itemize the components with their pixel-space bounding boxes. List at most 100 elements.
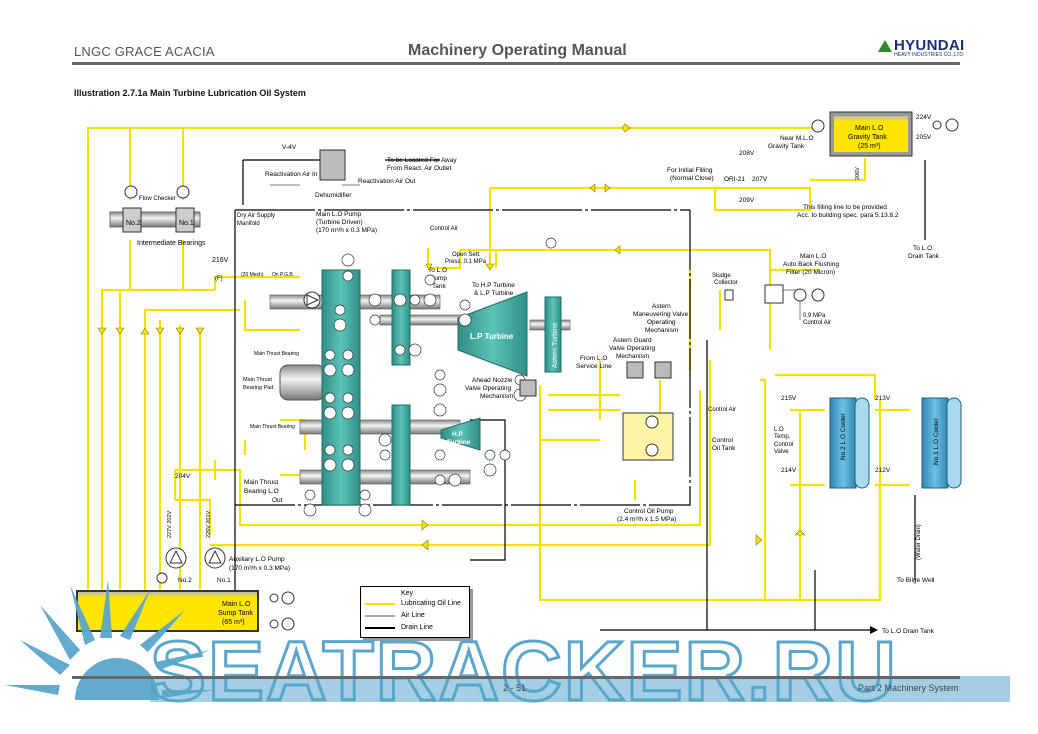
lp-turbine: [457, 291, 528, 377]
gravity-tank-label-2: Gravity Tank: [848, 134, 887, 141]
no2-cooler-label: No.2 L.O Cooler: [840, 412, 847, 460]
legend-title: Key: [401, 590, 414, 597]
ahead-nozzle-label-2: Valve Operating: [465, 385, 512, 392]
legend-label-drain: Drain Line: [401, 624, 433, 631]
near-gravity-indicator: [811, 119, 825, 133]
legend-item-drain: Drain Line: [365, 624, 433, 631]
control-air-09-label-2: Control Air: [803, 320, 831, 326]
flow-checker-label: Flow Checker: [139, 196, 176, 202]
filter-label-3: Filter (20 Micron): [786, 269, 835, 276]
valve-213v-label: 213V: [875, 395, 891, 402]
legend-swatch-lub-oil: [365, 602, 395, 605]
gravity-tank: [834, 116, 908, 152]
sludge-label-1: Sludge: [712, 273, 731, 279]
valve-224v-label: 224V: [916, 114, 932, 121]
valve-212v-label: 212V: [875, 467, 891, 474]
lo-temp-valve-label-3: Control: [774, 442, 793, 448]
reactivation-air-out-label: Reactivation Air Out: [358, 178, 416, 185]
astern-turbine-label: Astern Turbine: [552, 322, 559, 368]
legend: Key Lubricating Oil Line Air Line Drain …: [360, 586, 470, 638]
intermediate-bearings: No.2 No.1 Intermediate Bearings Flow Che…: [109, 185, 206, 247]
sump-tank-group: Main L.O Sump Tank (65 m³) No.2 No.1 Aux…: [76, 473, 295, 632]
filter-label-1: Main L.O: [800, 253, 826, 260]
sludge-label-2: Collector: [714, 280, 738, 286]
near-gravity-label-1: Near M.L.O: [780, 135, 814, 142]
filling-note-2: Acc. to building spec. para 5.13.8.2: [797, 212, 899, 219]
astern-guard-label-1: Astern Guard: [613, 337, 652, 344]
initial-filling-group: For Initial Filling (Normal Close) 208V …: [667, 150, 899, 219]
to-lo-drain-tank-bottom-label: To L.O Drain Tank: [882, 628, 935, 635]
gravity-tank-group: Main L.O Gravity Tank (25 m³) Near M.L.O…: [768, 111, 959, 260]
intermediate-bearings-label: Intermediate Bearings: [137, 240, 206, 247]
brand-subtitle: HEAVY INDUSTRIES CO.,LTD.: [894, 52, 965, 58]
lub-oil-lines: [86, 126, 910, 602]
near-gravity-label-2: Gravity Tank: [768, 143, 805, 150]
cooler-group: No.2 L.O Cooler No.1 L.O Cooler 215V 213…: [708, 395, 962, 635]
lial-sump: [281, 591, 295, 605]
drain-lines: [234, 159, 926, 631]
legend-swatch-drain: [365, 626, 395, 629]
sludge-collector: [724, 289, 734, 301]
no1-lo-cooler: [921, 397, 949, 489]
reactivation-air-in-label: Reactivation Air In: [265, 171, 318, 178]
manual-title: Machinery Operating Manual: [408, 42, 627, 59]
flow-checker-no2: [124, 185, 138, 199]
valve-215v-label: 215V: [781, 395, 797, 402]
control-oil-tank-label-2: Oil Tank: [712, 445, 736, 452]
water-drain-label: (Water Drain): [916, 524, 922, 560]
legend-item-lub-oil: Lubricating Oil Line: [365, 600, 461, 607]
to-bilge-well-label: To Bilge Well: [897, 577, 935, 584]
lp-turbine-label: L.P Turbine: [470, 332, 514, 341]
to-lo-drain-tank-label-1: To L.O: [913, 245, 932, 252]
control-air-label: Control Air: [430, 226, 458, 232]
mesh-label: (20 Mesh): [241, 272, 264, 278]
footer-rule: [72, 676, 960, 679]
no2-lo-cooler: [829, 397, 857, 489]
dry-air-label-2: Manifold: [237, 221, 260, 227]
gravity-tank-label-1: Main L.O: [855, 125, 884, 132]
pump-no1-label: No.1: [217, 577, 231, 584]
astern-turbine: [544, 296, 562, 373]
valve-226v-201v-label: 226V 201V: [206, 510, 212, 538]
main-lo-pump-label-1: Main L.O Pump: [316, 211, 362, 218]
auto-back-flushing-filter: [764, 284, 784, 304]
astern-maneuvering-mechanism: [654, 361, 672, 379]
sump-tank-label-1: Main L.O: [222, 601, 251, 608]
al-sump: [281, 617, 295, 631]
lx-sensor: [932, 120, 942, 130]
sump-tank-label-3: (65 m³): [222, 619, 245, 626]
filling-note-1: This filling line to be provided: [803, 204, 887, 211]
valve-216v-f: (F): [215, 276, 223, 282]
lx-sump: [269, 593, 279, 603]
valve-207v-label: 207V: [752, 176, 768, 183]
to-hp-lp-label-1: To H.P Turbine: [472, 282, 515, 289]
control-oil-pump-1: [645, 415, 659, 429]
drain-arrow-icon: [870, 626, 878, 634]
astern-guard-label-3: Mechanism: [616, 353, 649, 360]
legend-label-air: Air Line: [401, 612, 425, 619]
lo-temp-valve-label-1: L.O: [774, 427, 784, 433]
dry-air-label-1: Dry Air Supply: [237, 213, 275, 219]
vessel-name: LNGC GRACE ACACIA: [74, 44, 215, 59]
control-oil-pump-label-2: (2.4 m³/h x 1.5 MPa): [617, 516, 676, 523]
thrust-pad-label-1: Main Thrust: [243, 377, 272, 383]
dehumidifier-group: Dehumidifier V-4V Reactivation Air In Re…: [237, 144, 457, 227]
initial-filling-label-1: For Initial Filling: [667, 167, 713, 174]
valve-206v-label: 206V: [855, 167, 861, 180]
aux-pump-label-2: (170 m³/h x 0.3 MPa): [229, 565, 290, 572]
main-lo-pump-label-3: (170 m³/h x 0.3 MPa): [316, 227, 377, 234]
astern-guard-mechanism: [626, 361, 644, 379]
gravity-tank-label-3: (25 m³): [858, 143, 881, 150]
hp-turbine-label-2: Turbine: [447, 439, 471, 446]
valve-216v-label: 216V: [212, 257, 229, 264]
valve-204v-label: 204V: [175, 473, 191, 480]
thrust-collar: [279, 364, 326, 401]
gear-casing-upper: [391, 269, 411, 366]
control-air-cooler-label: Control Air: [708, 407, 736, 413]
dps-sensor: [793, 288, 807, 302]
bearing-no2: [122, 207, 142, 233]
dpah-indicator: [811, 288, 825, 302]
ls-sump: [269, 619, 279, 629]
valve-214v-label: 214V: [781, 467, 797, 474]
